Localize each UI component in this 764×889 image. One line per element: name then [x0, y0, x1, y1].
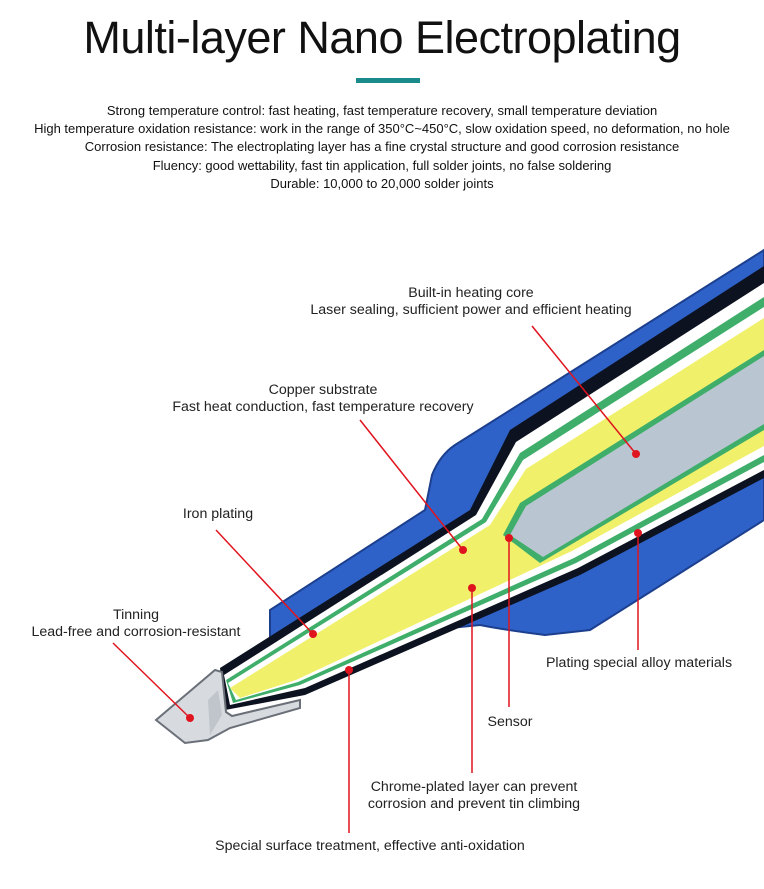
- feature-line: High temperature oxidation resistance: w…: [34, 121, 730, 137]
- dot-alloy: [634, 529, 642, 537]
- leader-copper: [359, 419, 464, 551]
- label-tinning: Tinning Lead-free and corrosion-resistan…: [31, 607, 241, 640]
- feature-line: Durable: 10,000 to 20,000 solder joints: [270, 175, 494, 191]
- page-title: Multi-layer Nano Electroplating: [83, 12, 681, 63]
- label-surface: Special surface treatment, effective ant…: [215, 838, 525, 854]
- label-sensor: Sensor: [487, 714, 533, 730]
- title-underline: [356, 78, 420, 83]
- dot-surface: [345, 666, 353, 674]
- leader-tinning: [112, 642, 191, 719]
- leader-heating-core: [531, 325, 637, 455]
- label-heating-core: Built-in heating core Laser sealing, suf…: [310, 285, 632, 318]
- dot-copper: [459, 546, 467, 554]
- dot-tinning: [186, 714, 194, 722]
- dot-iron: [309, 630, 317, 638]
- feature-line: Corrosion resistance: The electroplating…: [84, 139, 680, 155]
- feature-line: Strong temperature control: fast heating…: [106, 103, 658, 118]
- leader-lines: [112, 325, 639, 833]
- label-chrome: Chrome-plated layer can prevent corrosio…: [367, 779, 581, 812]
- label-alloy: Plating special alloy materials: [545, 655, 733, 671]
- tip-tinning-shade: [208, 690, 222, 735]
- leader-dots: [186, 450, 642, 722]
- feature-list: Strong temperature control: fast heating…: [0, 102, 764, 193]
- label-iron: Iron plating: [182, 506, 254, 522]
- dot-chrome: [468, 584, 476, 592]
- tip-copper-layer: [230, 318, 764, 698]
- label-copper: Copper substrate Fast heat conduction, f…: [172, 382, 474, 415]
- dot-heating-core: [632, 450, 640, 458]
- tip-tinning-end: [154, 668, 301, 745]
- feature-line: Fluency: good wettability, fast tin appl…: [152, 157, 612, 173]
- leader-iron: [215, 529, 314, 635]
- dot-sensor: [505, 534, 513, 542]
